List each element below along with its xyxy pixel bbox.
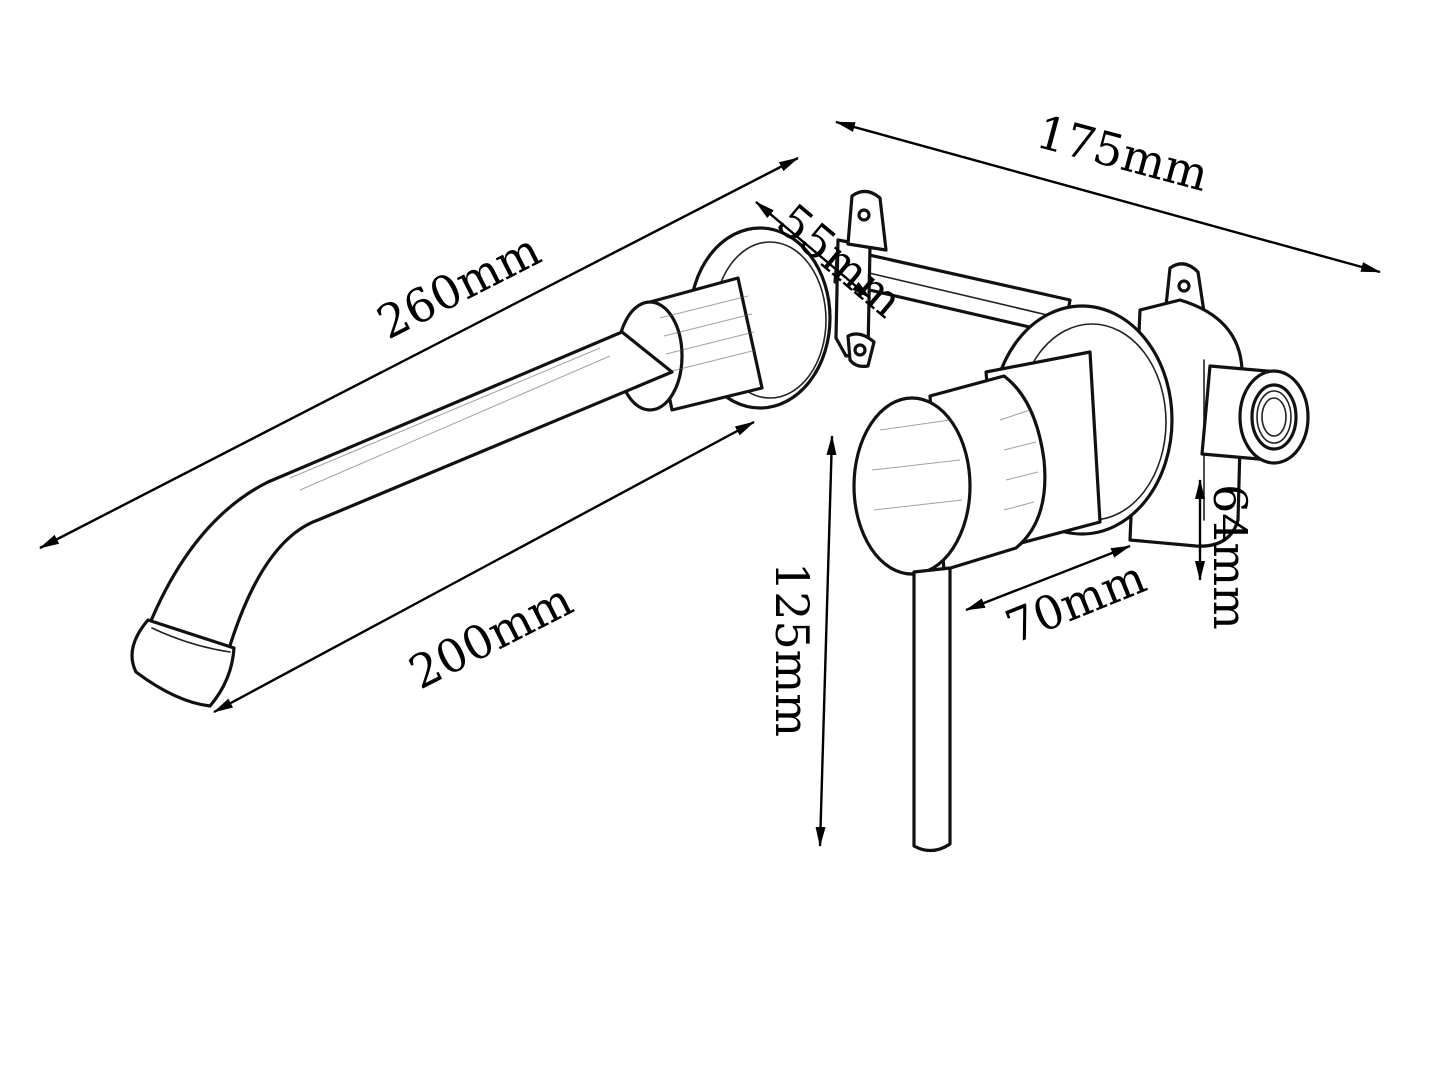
dimension-line-spout-length xyxy=(213,420,755,714)
dimension-line-handle-projection xyxy=(965,544,1131,612)
dimension-label-handle-projection: 70mm xyxy=(998,550,1153,655)
dimension-lines xyxy=(39,120,1381,847)
handle-cap xyxy=(852,396,972,576)
dimension-line-rear-width xyxy=(835,120,1381,274)
handle-lever xyxy=(912,566,952,853)
dimension-line-plate-diameter xyxy=(755,201,871,299)
spout-tube xyxy=(146,330,674,654)
dimension-label-spout-length: 200mm xyxy=(400,572,580,700)
dimension-label-rear-width: 175mm xyxy=(1031,104,1214,201)
dimension-line-total-length xyxy=(39,156,799,550)
mixer-body xyxy=(852,304,1174,853)
dimension-label-handle-height: 125mm xyxy=(765,562,819,737)
dimension-label-body-height: 64mm xyxy=(1203,484,1257,630)
dimension-label-total-length: 260mm xyxy=(368,222,548,350)
dimension-line-handle-height xyxy=(815,435,837,847)
